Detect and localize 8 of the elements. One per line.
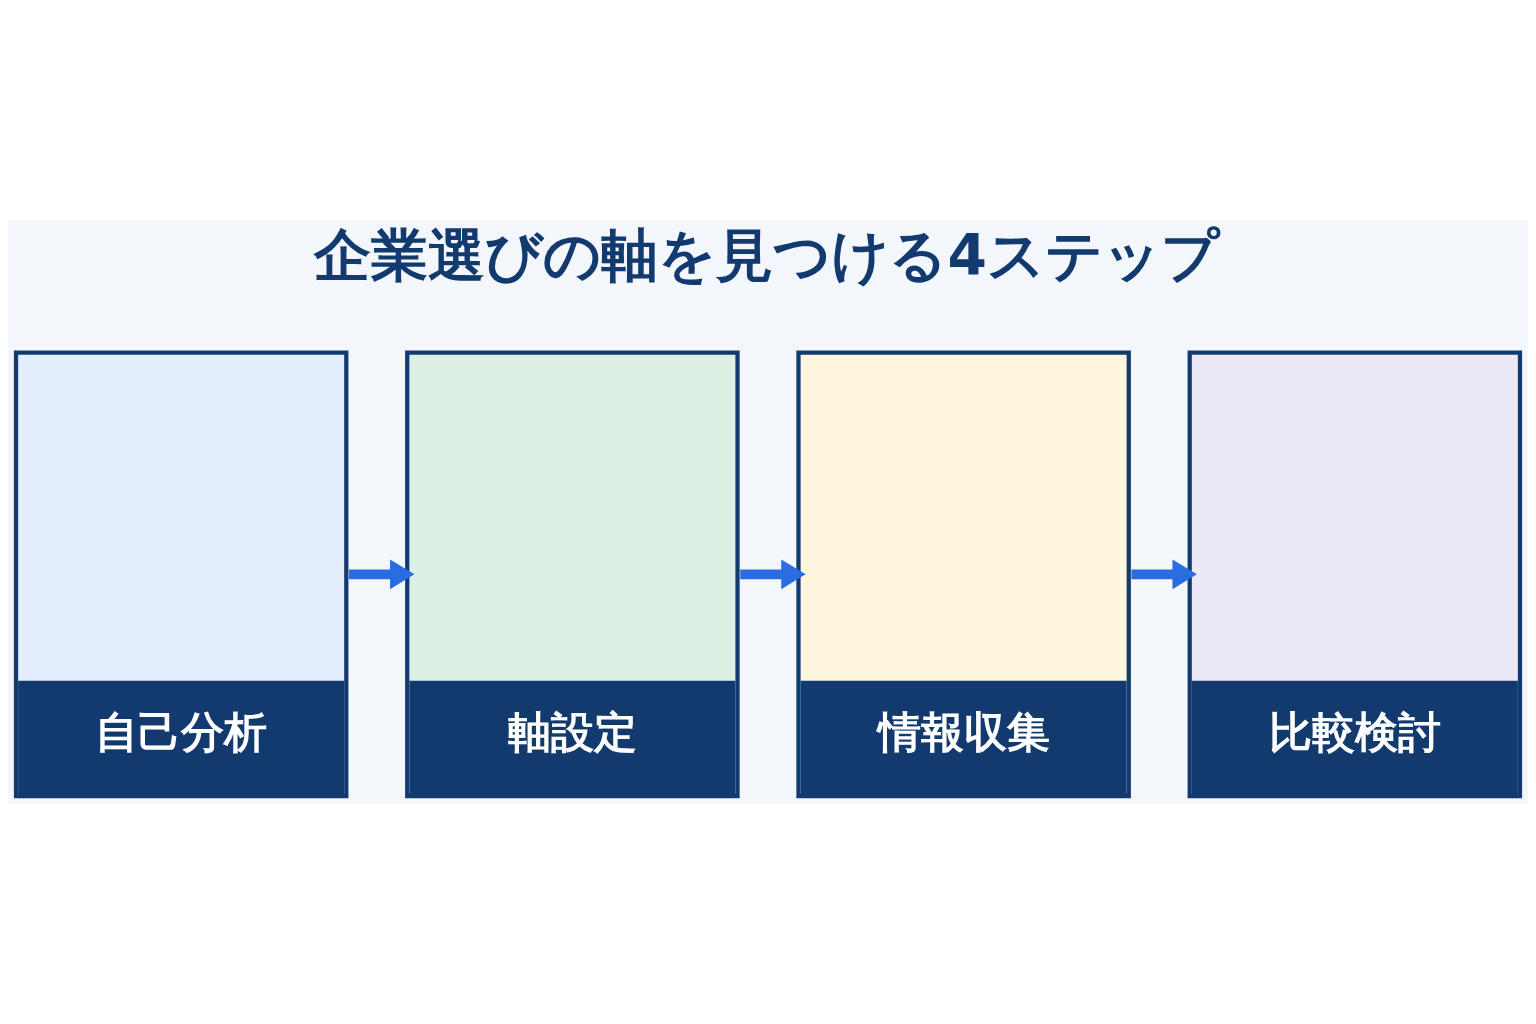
node-box: 比較検討 bbox=[1187, 350, 1523, 799]
arrow bbox=[1131, 559, 1197, 590]
arrow bbox=[740, 559, 806, 590]
node-box: 軸設定 bbox=[405, 350, 740, 799]
diagram-title: 企業選びの軸を見つける4ステップ bbox=[314, 222, 1219, 289]
arrow bbox=[349, 559, 415, 590]
node-box: 情報収集 bbox=[796, 350, 1131, 799]
node-box: 自己分析 bbox=[13, 350, 349, 799]
